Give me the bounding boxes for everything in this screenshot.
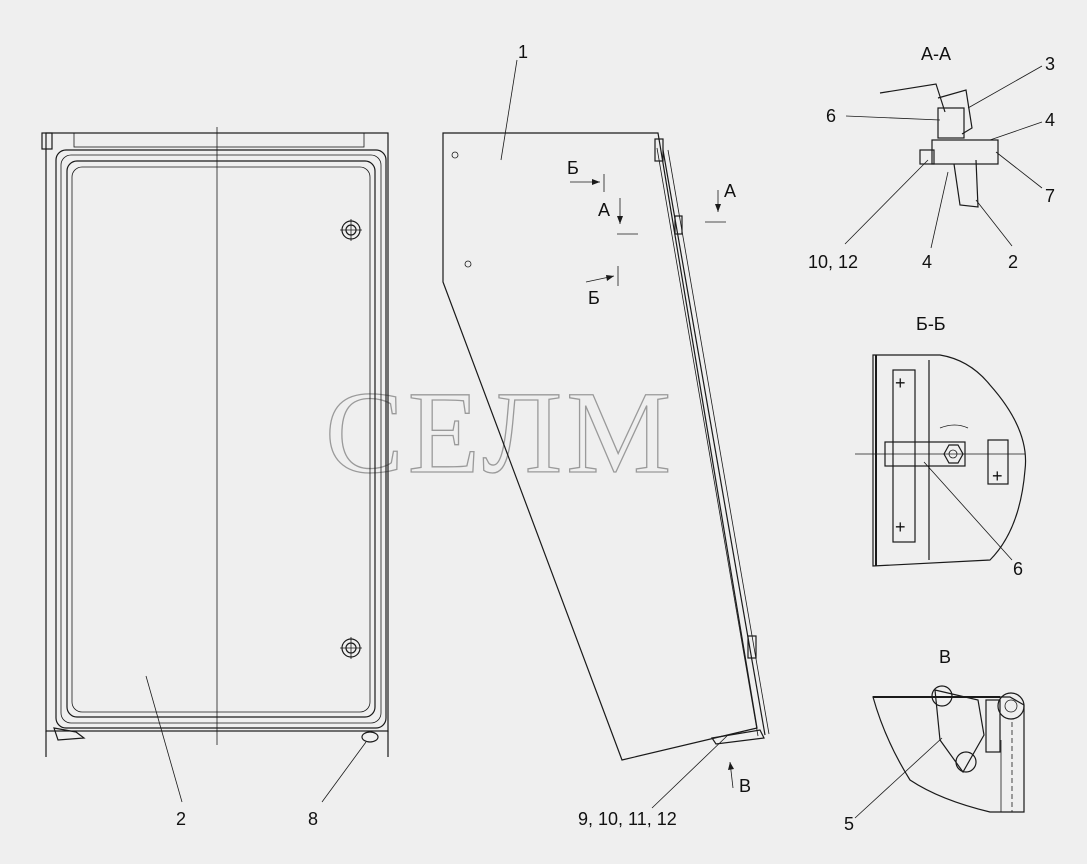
side-bottom-hinge [710, 729, 765, 745]
lock-icon-lower [340, 637, 362, 659]
view-v: В 5 [844, 647, 1025, 834]
label-part1: 1 [518, 42, 528, 62]
bb-strip [892, 369, 916, 543]
aa-callout-2: 2 [1008, 252, 1018, 272]
aa-insert [937, 107, 965, 139]
door-side-view: 1 Б А А Б В 9, 10, 11, 12 [442, 42, 770, 829]
door-panel-outline [71, 166, 371, 713]
bb-plus-1: + [895, 373, 906, 393]
side-panel-outline [442, 132, 758, 761]
aa-leader-4-bottom [930, 171, 949, 249]
lock-icon-upper [340, 219, 362, 241]
aa-callout-7: 7 [1045, 186, 1055, 206]
aa-nut [919, 149, 935, 165]
aa-callout-3: 3 [1045, 54, 1055, 74]
section-bb-title: Б-Б [916, 314, 946, 334]
door-frame-inner-2 [60, 154, 382, 724]
v-leader-5 [854, 737, 943, 819]
aa-leader-10-12 [844, 159, 929, 245]
bb-plus-3: + [992, 466, 1003, 486]
side-rivet-1 [451, 151, 459, 159]
side-frame-edge-1 [662, 149, 766, 736]
side-latch-a [674, 215, 683, 235]
v-plate [934, 689, 985, 774]
v-hinge-leaf [985, 699, 1001, 753]
handle-icon [361, 731, 379, 743]
label-b-top: Б [567, 158, 579, 178]
aa-leader-2 [975, 199, 1013, 247]
leader-part2 [145, 675, 183, 803]
bb-leader-6 [923, 461, 1013, 561]
v-hole-1 [931, 685, 953, 707]
aa-callout-10-12: 10, 12 [808, 252, 858, 272]
bb-outline [872, 354, 1027, 567]
bottom-latch-icon [53, 727, 86, 741]
aa-callout-4: 4 [1045, 110, 1055, 130]
label-part8: 8 [308, 809, 318, 829]
aa-leader-4-top [989, 121, 1043, 141]
aa-housing [931, 139, 999, 165]
label-hinge-parts: 9, 10, 11, 12 [578, 809, 677, 829]
side-latch-lower [747, 635, 757, 659]
section-bb: Б-Б + + + 6 [855, 314, 1027, 579]
aa-leader-7 [995, 151, 1043, 189]
label-part2: 2 [176, 809, 186, 829]
watermark-text: СЕЛМ [325, 367, 675, 498]
side-top-hinge [654, 138, 664, 162]
door-front-view: 2 8 [41, 127, 389, 829]
view-v-title: В [939, 647, 951, 667]
leader-part8 [321, 741, 367, 803]
aa-callout-4b: 4 [922, 252, 932, 272]
v-hinge-knuckle [997, 692, 1025, 720]
bb-keeper [987, 439, 1009, 485]
door-frame-inner-1 [55, 149, 387, 729]
v-outline [872, 696, 1025, 813]
aa-leader-6 [845, 115, 941, 121]
label-v: В [739, 776, 751, 796]
top-hinge-icon [41, 132, 53, 150]
v-callout-5: 5 [844, 814, 854, 834]
leader-hinge-parts [651, 735, 728, 809]
label-a-left: А [598, 200, 610, 220]
label-b-bottom: Б [588, 288, 600, 308]
leader-part1 [500, 59, 518, 161]
aa-callout-6: 6 [826, 106, 836, 126]
aa-leader-3 [967, 65, 1043, 109]
aa-seal [937, 89, 973, 135]
aa-bracket [879, 83, 946, 113]
label-a-right: А [724, 181, 736, 201]
side-frame-edge-3 [656, 147, 759, 737]
bb-rotation-arrow [939, 424, 969, 429]
door-frame-inner-3 [66, 160, 376, 718]
bb-callout-6: 6 [1013, 559, 1023, 579]
side-rivet-2 [464, 260, 472, 268]
section-aa-title: А-А [921, 44, 951, 64]
section-aa: А-А 3 6 4 7 10, 12 4 2 [808, 44, 1055, 272]
bb-plus-2: + [895, 517, 906, 537]
door-top-strip [73, 132, 365, 148]
aa-profile [953, 159, 979, 208]
v-hole-2 [955, 751, 977, 773]
side-frame-edge-2 [667, 149, 770, 735]
